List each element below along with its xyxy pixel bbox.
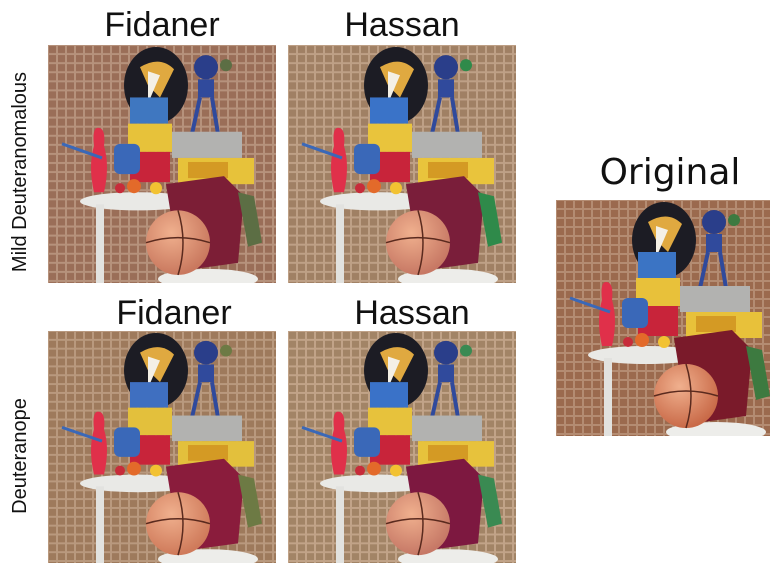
column-label-fidaner-top: Fidaner (104, 6, 220, 44)
scene-image-mild-fidaner (48, 45, 276, 283)
original-label: Original (599, 152, 741, 193)
scene-image-deuteranope-hassan (288, 331, 516, 563)
row-label-deuteranope: Deuteranope (9, 398, 31, 514)
scene-image-original (556, 200, 770, 436)
scene-image-mild-hassan (288, 45, 516, 283)
column-label-hassan-bottom: Hassan (354, 294, 470, 332)
column-label-fidaner-bottom: Fidaner (116, 294, 232, 332)
column-label-hassan-top: Hassan (344, 6, 460, 44)
scene-image-deuteranope-fidaner (48, 331, 276, 563)
row-label-mild-deuteranomalous: Mild Deuteranomalous (9, 71, 31, 273)
